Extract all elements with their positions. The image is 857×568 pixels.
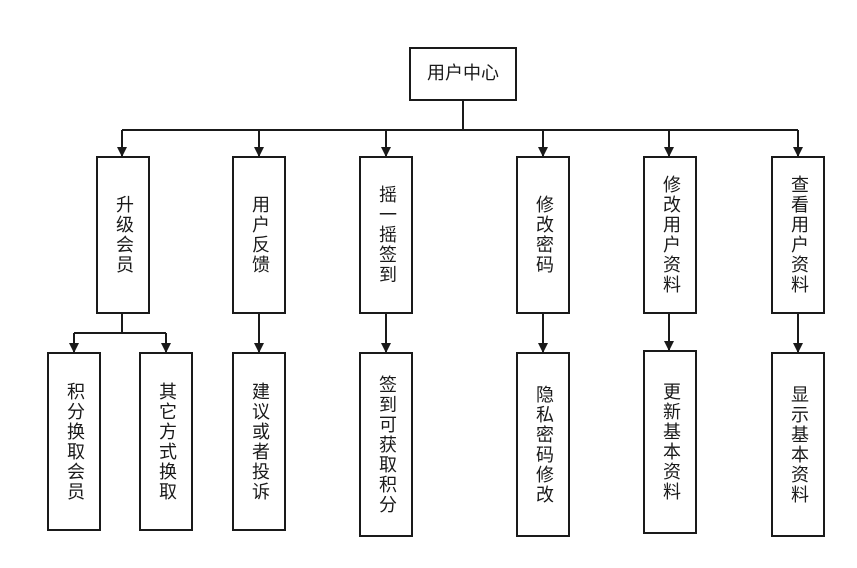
node-label: 签到可获取积分	[376, 374, 397, 515]
node-label: 建议或者投诉	[249, 381, 270, 502]
node-view-profile: 查看用户资料	[771, 156, 825, 314]
node-suggestion-complaint: 建议或者投诉	[232, 352, 286, 531]
node-label: 修改密码	[533, 195, 554, 275]
node-user-center: 用户中心	[409, 47, 517, 101]
node-label: 更新基本资料	[660, 382, 681, 502]
node-shake-checkin: 摇一摇签到	[359, 156, 413, 314]
node-label: 用户反馈	[249, 195, 270, 275]
node-label: 查看用户资料	[788, 175, 809, 295]
node-label: 显示基本资料	[788, 384, 809, 505]
node-points-exchange-member: 积分换取会员	[47, 352, 101, 531]
node-label: 隐私密码修改	[533, 384, 554, 505]
node-checkin-points: 签到可获取积分	[359, 352, 413, 537]
node-label: 用户中心	[427, 63, 499, 84]
node-label: 升级会员	[113, 195, 134, 275]
node-label: 摇一摇签到	[376, 185, 397, 285]
node-change-password: 修改密码	[516, 156, 570, 314]
node-other-exchange: 其它方式换取	[139, 352, 193, 531]
node-user-feedback: 用户反馈	[232, 156, 286, 314]
node-label: 修改用户资料	[660, 175, 681, 295]
node-privacy-password: 隐私密码修改	[516, 352, 570, 537]
node-show-basic-info: 显示基本资料	[771, 352, 825, 537]
node-label: 其它方式换取	[156, 381, 177, 502]
node-upgrade-member: 升级会员	[96, 156, 150, 314]
node-edit-profile: 修改用户资料	[643, 156, 697, 314]
node-update-basic-info: 更新基本资料	[643, 350, 697, 534]
node-label: 积分换取会员	[64, 381, 85, 502]
